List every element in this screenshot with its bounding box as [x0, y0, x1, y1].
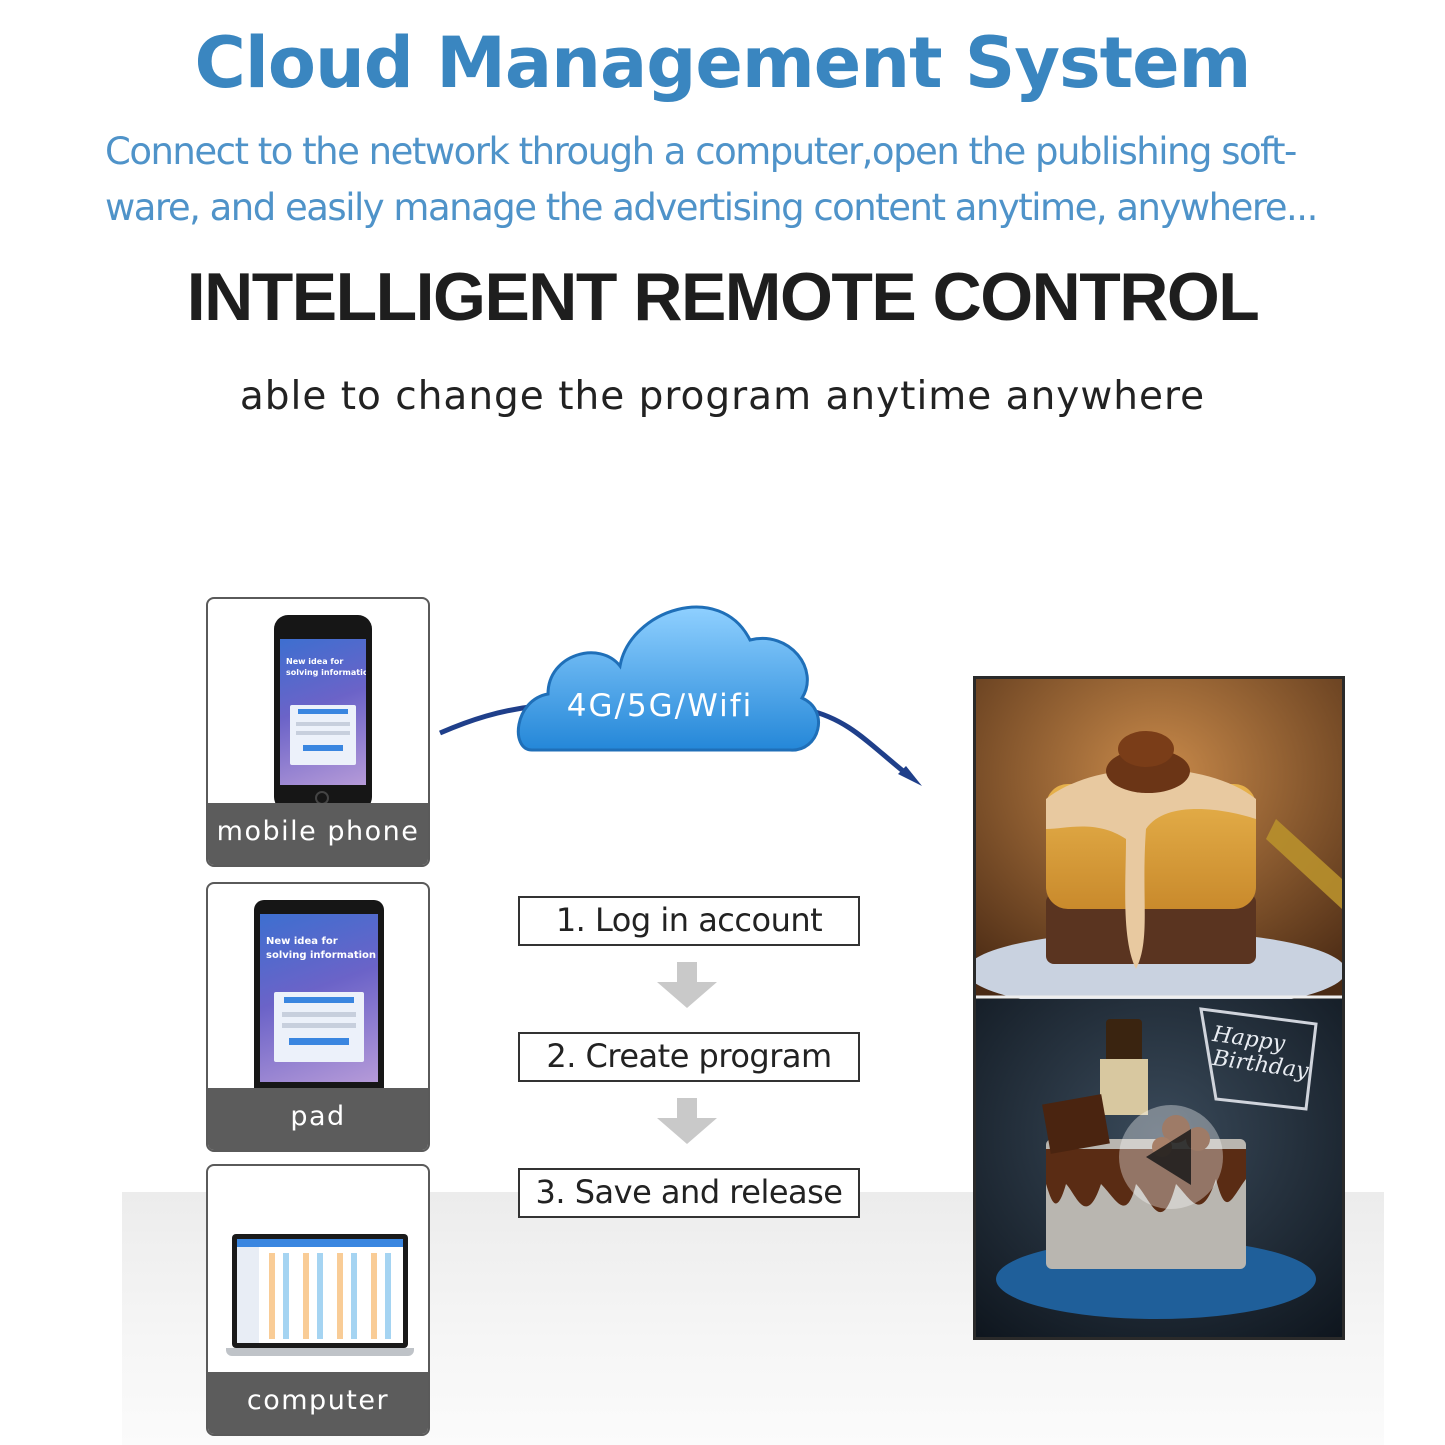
arrow-head-icon: [898, 766, 922, 786]
dessert-photos: Happy Birthday: [976, 679, 1342, 1337]
tablet-login-panel: [274, 992, 364, 1062]
signage-display: Happy Birthday: [973, 676, 1345, 1340]
phone-screen: New idea for solving information: [280, 639, 366, 785]
tablet-illustration: New idea for solving information: [254, 900, 384, 1098]
cloud-label: 4G/5G/Wifi: [566, 688, 754, 724]
play-back-icon: [1119, 1105, 1223, 1209]
phone-login-panel: [290, 705, 356, 765]
laptop-illustration: [226, 1234, 414, 1360]
step-save-release: 3. Save and release: [518, 1168, 860, 1218]
phone-screen-text-2: solving information: [286, 668, 366, 677]
phone-screen-text-1: New idea for: [286, 657, 344, 666]
step-create-program: 2. Create program: [518, 1032, 860, 1082]
section-headline: INTELLIGENT REMOTE CONTROL: [186, 259, 1260, 335]
tablet-screen-text-2: solving information: [266, 950, 377, 961]
device-card-mobile-phone: New idea for solving information mobile …: [206, 597, 430, 867]
laptop-screen: [232, 1234, 408, 1348]
down-arrow-icon: [657, 1098, 717, 1144]
page-title: Cloud Management System: [194, 22, 1252, 104]
laptop-base: [226, 1348, 414, 1356]
birthday-cake-photo: Happy Birthday: [976, 999, 1342, 1337]
step-login: 1. Log in account: [518, 896, 860, 946]
device-label-mobile-phone: mobile phone: [208, 803, 428, 865]
tablet-screen-text-1: New idea for: [266, 936, 338, 947]
device-label-computer: computer: [208, 1372, 428, 1434]
subtitle-line-2: ware, and easily manage the advertising …: [105, 186, 1318, 229]
tablet-screen: New idea for solving information: [260, 914, 378, 1082]
connector-line-right: [807, 707, 910, 777]
dessert-cake-photo: [976, 679, 1342, 1011]
down-arrow-icon: [657, 962, 717, 1008]
cloud-icon: [516, 605, 820, 752]
subtitle-line-1: Connect to the network through a compute…: [105, 130, 1297, 173]
section-tagline: able to change the program anytime anywh…: [239, 374, 1206, 419]
cloud-diagram: [439, 605, 922, 786]
page-subtitle: Connect to the network through a compute…: [105, 124, 1405, 236]
phone-illustration: New idea for solving information: [274, 615, 372, 811]
device-card-computer: computer: [206, 1164, 430, 1436]
device-card-pad: New idea for solving information pad: [206, 882, 430, 1152]
device-label-pad: pad: [208, 1088, 428, 1150]
